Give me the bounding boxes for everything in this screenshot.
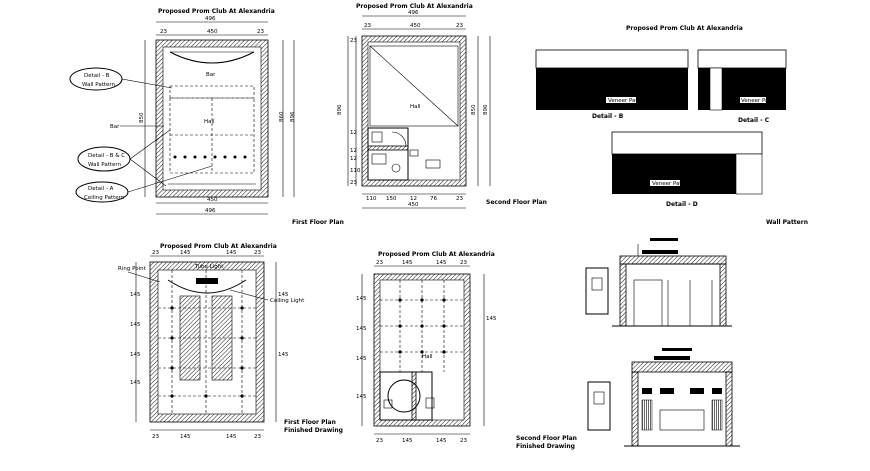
svg-text:Hall: Hall	[410, 104, 421, 110]
svg-text:450: 450	[408, 202, 419, 208]
svg-text:Detail - D: Detail - D	[666, 201, 698, 208]
svg-text:23: 23	[254, 250, 261, 256]
svg-text:145: 145	[130, 292, 141, 298]
svg-text:450: 450	[207, 197, 218, 203]
wall-pattern-label: Wall Pattern	[766, 219, 808, 226]
svg-text:496: 496	[205, 208, 216, 214]
svg-text:23: 23	[456, 23, 463, 29]
svg-text:23: 23	[376, 260, 383, 266]
svg-text:145: 145	[486, 316, 497, 322]
svg-text:23: 23	[152, 250, 159, 256]
elevation-detail-d: Veneer Pattern Detail - D	[611, 131, 763, 208]
svg-text:145: 145	[436, 260, 447, 266]
svg-text:896: 896	[483, 104, 489, 115]
svg-text:896: 896	[337, 104, 343, 115]
svg-text:110: 110	[350, 168, 361, 174]
svg-text:Detail - B: Detail - B	[592, 113, 624, 120]
ceiling1-title: Proposed Prom Club At Alexandria	[160, 243, 277, 250]
second-floor-label: Second Floor Plan	[486, 199, 547, 206]
svg-text:110: 110	[366, 196, 377, 202]
dim-inner-top: 450	[207, 29, 218, 35]
svg-text:145: 145	[130, 380, 141, 386]
svg-text:Hall: Hall	[422, 354, 433, 360]
svg-text:12: 12	[410, 196, 417, 202]
svg-text:Detail - C: Detail - C	[738, 117, 770, 124]
svg-text:23: 23	[364, 23, 371, 29]
svg-text:Wall Pattern: Wall Pattern	[82, 82, 116, 88]
svg-text:23: 23	[254, 434, 261, 440]
ceiling2-title: Proposed Prom Club At Alexandria	[378, 251, 495, 258]
ceiling2-sublabel: Finished Drawing	[516, 443, 575, 450]
ceiling1-sublabel: Finished Drawing	[284, 427, 343, 434]
svg-text:12: 12	[350, 148, 357, 154]
svg-text:Tube Light: Tube Light	[194, 264, 224, 270]
svg-text:Detail - B & C: Detail - B & C	[88, 153, 125, 159]
svg-text:76: 76	[430, 196, 437, 202]
svg-text:23: 23	[350, 180, 357, 186]
svg-text:850: 850	[471, 104, 477, 115]
wall-pattern-elevations: Proposed Prom Club At Alexandria Veneer …	[535, 25, 808, 226]
svg-text:23: 23	[152, 434, 159, 440]
room-hall-label: Hall	[204, 119, 215, 125]
first-floor-plan: Proposed Prom Club At Alexandria 496 23 …	[69, 8, 344, 226]
svg-text:Detail - B: Detail - B	[84, 73, 110, 79]
svg-text:150: 150	[386, 196, 397, 202]
first-floor-title: Proposed Prom Club At Alexandria	[158, 8, 275, 15]
svg-text:145: 145	[356, 296, 367, 302]
svg-text:145: 145	[402, 438, 413, 444]
svg-text:145: 145	[180, 250, 191, 256]
svg-text:Ceiling Light: Ceiling Light	[270, 298, 305, 304]
svg-text:12: 12	[350, 130, 357, 136]
svg-text:23: 23	[460, 260, 467, 266]
section-upper	[585, 238, 732, 327]
dim-wall-left: 23	[160, 29, 167, 35]
elevation-detail-b: Veneer Pattern Detail - B	[535, 49, 689, 120]
first-floor-label: First Floor Plan	[292, 219, 344, 226]
svg-text:145: 145	[278, 352, 289, 358]
svg-text:Bar: Bar	[110, 124, 120, 130]
svg-text:145: 145	[226, 250, 237, 256]
svg-text:12: 12	[350, 156, 357, 162]
ceiling2-label: Second Floor Plan	[516, 435, 577, 442]
section-lower	[587, 348, 740, 447]
svg-text:23: 23	[460, 438, 467, 444]
svg-text:145: 145	[356, 394, 367, 400]
svg-text:145: 145	[130, 322, 141, 328]
svg-text:145: 145	[130, 352, 141, 358]
first-floor-ceiling-plan: Proposed Prom Club At Alexandria 23 145 …	[118, 243, 343, 440]
svg-text:896: 896	[290, 111, 296, 122]
svg-text:Ring Point: Ring Point	[118, 266, 147, 272]
svg-text:23: 23	[456, 196, 463, 202]
room-bar-label: Bar	[206, 72, 216, 78]
svg-text:145: 145	[356, 326, 367, 332]
svg-text:23: 23	[350, 38, 357, 44]
dim-overall-top: 496	[205, 16, 216, 22]
dim-wall-right: 23	[257, 29, 264, 35]
svg-text:Wall Pattern: Wall Pattern	[88, 162, 122, 168]
svg-text:145: 145	[226, 434, 237, 440]
second-floor-title: Proposed Prom Club At Alexandria	[356, 3, 473, 10]
svg-text:145: 145	[402, 260, 413, 266]
svg-text:860: 860	[279, 111, 285, 122]
svg-text:23: 23	[376, 438, 383, 444]
wall-pattern-title: Proposed Prom Club At Alexandria	[626, 25, 743, 32]
elevation-detail-c: Veneer Pattern Detail - C	[697, 49, 787, 124]
svg-text:145: 145	[436, 438, 447, 444]
svg-text:496: 496	[408, 10, 419, 16]
second-floor-ceiling-plan: Proposed Prom Club At Alexandria 23 145 …	[356, 251, 577, 450]
svg-text:Detail - A: Detail - A	[88, 186, 114, 192]
svg-text:850: 850	[139, 112, 145, 123]
svg-text:Veneer Pattern: Veneer Pattern	[608, 98, 649, 104]
second-floor-plan: Proposed Prom Club At Alexandria 496 23 …	[337, 3, 547, 209]
svg-text:145: 145	[278, 292, 289, 298]
svg-text:Ceiling Pattern: Ceiling Pattern	[84, 195, 125, 201]
svg-text:Veneer Pattern: Veneer Pattern	[741, 98, 782, 104]
ceiling1-label: First Floor Plan	[284, 419, 336, 426]
svg-text:145: 145	[180, 434, 191, 440]
svg-text:450: 450	[410, 23, 421, 29]
svg-text:145: 145	[356, 356, 367, 362]
svg-text:Veneer Pattern: Veneer Pattern	[652, 181, 693, 187]
